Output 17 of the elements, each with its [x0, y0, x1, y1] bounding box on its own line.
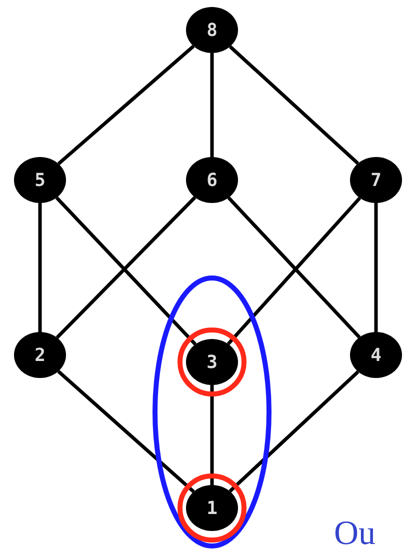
connector-line — [57, 44, 195, 166]
connector-line — [228, 45, 360, 165]
connector-line — [210, 385, 214, 485]
vertex-node: 7 — [350, 157, 402, 203]
connector-line — [57, 370, 195, 493]
connector-line — [210, 53, 214, 157]
vertex-node: 6 — [186, 157, 238, 203]
connector-line — [228, 370, 360, 493]
vertex-node: 5 — [14, 157, 66, 203]
partial-text: Ou — [334, 516, 376, 552]
vertex-node: 1 — [186, 485, 238, 531]
connector-line — [38, 203, 42, 332]
vertex-node: 8 — [186, 7, 238, 53]
vertex-node: 3 — [186, 339, 238, 385]
connector-line — [374, 203, 378, 332]
vertex-node: 4 — [350, 332, 402, 378]
vertex-node: 2 — [14, 332, 66, 378]
